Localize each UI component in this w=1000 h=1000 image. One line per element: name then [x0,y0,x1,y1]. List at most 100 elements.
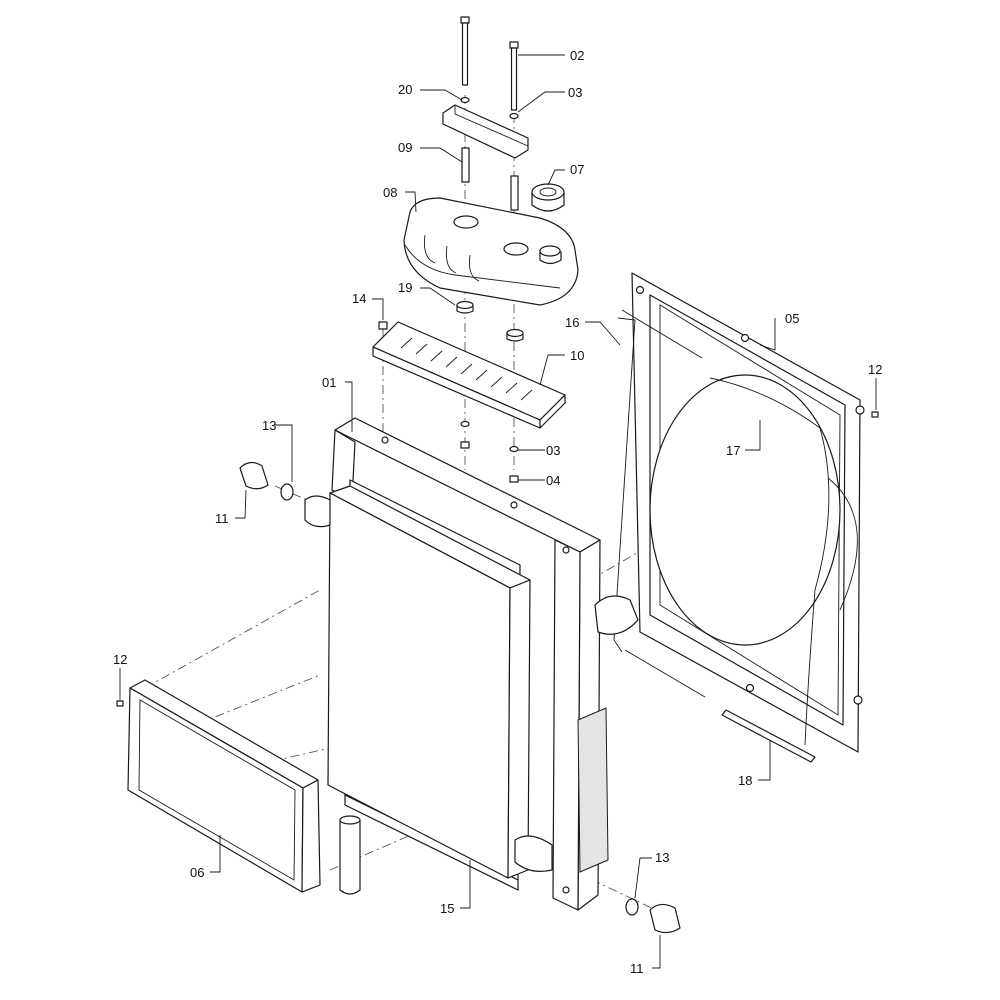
callout-02-top: 02 [570,48,584,63]
callout-08: 08 [383,185,397,200]
leader-11-top [235,489,247,519]
tank-port-left [453,215,479,229]
leader-17 [745,420,761,451]
frame-hose-fitting [594,595,639,635]
callout-01: 01 [322,375,336,390]
grommet-right-top [506,328,524,338]
tank-port-right [503,242,529,256]
leader-07 [547,169,565,186]
washer-mid-right [509,445,519,453]
bolt-shank-right [510,47,518,111]
grommet-left-top [456,300,474,310]
callout-15: 15 [440,901,454,916]
callout-03-mid: 03 [546,443,560,458]
cooler-mount-bracket [577,707,609,873]
leader-10 [539,354,565,386]
leader-09 [420,147,463,163]
oring-top [280,483,294,501]
callout-11-top: 11 [215,511,229,526]
part-12-screws [116,411,879,707]
part-06-condenser [127,679,361,895]
part-03-04-fasteners [460,420,519,483]
callout-12-right: 12 [868,362,882,377]
tray-top [372,321,566,421]
part-13-orings [280,483,639,916]
frame-hole-4 [562,886,570,894]
frame-right-post [552,539,581,911]
callout-20: 20 [398,82,412,97]
leader-01 [345,381,353,432]
spacer-right [510,175,519,211]
seal-top-run [621,309,703,359]
part-20-bracket [442,104,529,159]
shroud-hole-4 [740,333,750,343]
washer-top-left [460,96,470,104]
condenser-face [127,687,304,893]
cooler-side [507,579,531,879]
bolt-shank-left [461,22,469,86]
screw-left [116,700,124,707]
shroud-ring-back [827,477,858,611]
callout-10: 10 [570,348,584,363]
part-19-grommets [456,300,524,342]
fitting-top [239,461,269,490]
callout-13-top: 13 [262,418,276,433]
callout-13-bottom: 13 [655,850,669,865]
tank-body [403,197,579,306]
part-02-bolts [460,16,519,111]
callout-12-left: 12 [113,652,127,667]
part-14-bolt [378,321,388,330]
part-11-fittings [239,461,681,934]
condenser-core [138,699,296,881]
part-08-expansion-tank [403,197,579,306]
screw-right [871,411,879,418]
bracket-body [442,104,529,159]
leader-08 [405,191,417,213]
shroud-fan-ring [649,374,841,646]
part-10-tray [372,321,566,429]
frame-hole-1 [381,436,389,444]
tank-seam [404,244,561,289]
tank-rib-2 [445,245,457,274]
cap-center [539,187,557,197]
frame-hole-2 [510,501,518,509]
bolt-14-head [378,321,388,330]
shroud-hole-5 [745,683,755,693]
bolt-head-right [509,41,519,49]
leader-20 [420,89,463,101]
part-07-cap [531,183,565,212]
callout-18: 18 [738,773,752,788]
fitting-bottom [649,903,681,934]
part-03-washers-top [460,96,519,120]
callout-labels: 02 20 03 09 07 08 19 14 16 05 10 01 12 1… [113,48,882,976]
callout-11-bottom: 11 [630,961,644,976]
cooler-inlet [304,495,331,528]
leader-11-bottom [652,935,661,969]
callout-09: 09 [398,140,412,155]
condenser-side [301,779,321,893]
part-05-fan-shroud [631,272,865,753]
leader-03-top [517,91,565,113]
callout-17: 17 [726,443,740,458]
callout-14: 14 [352,291,366,306]
leader-13-bottom [634,857,652,899]
tray-slots [400,337,533,401]
washer-top-right [509,112,519,120]
receiver-drier-top [339,815,361,825]
leader-14 [372,298,384,320]
part-09-spacers [461,147,519,211]
leader-lines [119,54,877,969]
leader-05 [759,318,776,351]
centerline-condenser-1 [144,589,321,689]
tank-rib-3 [468,254,480,282]
shroud-hole-1 [855,405,865,415]
tank-rib-1 [424,234,436,264]
tray-side-lip [539,394,566,429]
seal-bottom-run [624,649,706,698]
strip-18 [721,709,816,763]
cap-top [531,183,565,201]
nut-mid-left [460,441,470,449]
callout-16: 16 [565,315,579,330]
leader-19 [420,287,456,306]
